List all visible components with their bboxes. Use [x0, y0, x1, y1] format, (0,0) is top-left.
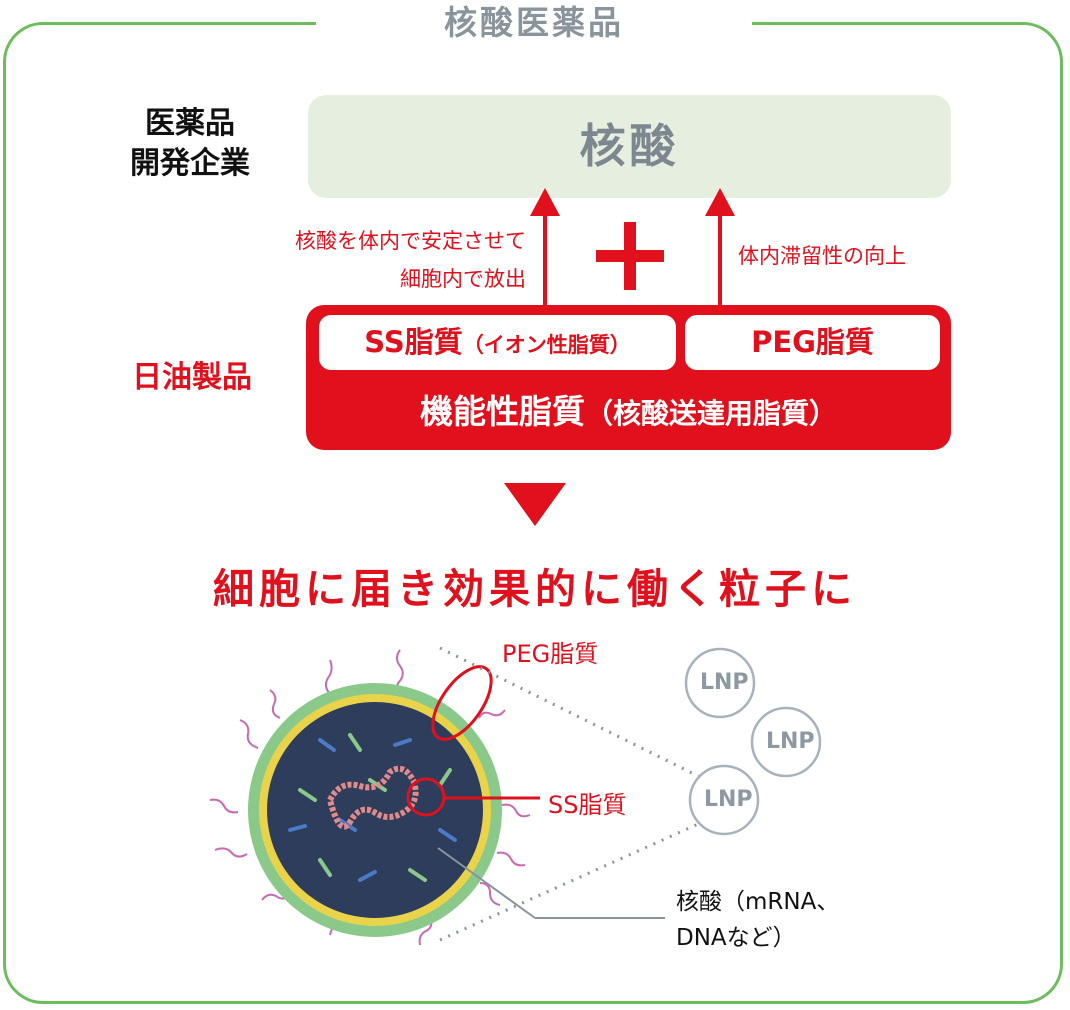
- plus-icon: [596, 222, 664, 290]
- zoom-dotted-line-top: [439, 646, 703, 780]
- lnp-circle-2: [750, 706, 822, 778]
- nof-product-label: 日油製品: [132, 360, 252, 395]
- pharma-company-label: 医薬品 開発企業: [90, 104, 290, 184]
- peg-lipid-callout: PEG脂質: [502, 640, 599, 668]
- nucleic-acid-box: 核酸: [308, 95, 951, 198]
- ss-lipid-main: SS脂質: [364, 325, 463, 359]
- functional-lipid-sub: （核酸送達用脂質）: [584, 397, 837, 430]
- nucleic-callout-line-1: 核酸（mRNA、: [676, 889, 840, 915]
- stability-note-line-1: 核酸を体内で安定させて: [295, 229, 526, 253]
- nucleic-acid-strand: [327, 765, 419, 830]
- ss-lipid-box: SS脂質（イオン性脂質）: [319, 315, 676, 370]
- lnp-label-3: LNP: [704, 787, 753, 812]
- ss-lipid-callout: SS脂質: [548, 791, 627, 819]
- arrow-up-right-icon: [705, 188, 735, 316]
- down-triangle-icon: [504, 483, 566, 526]
- nucleic-acid-callout: 核酸（mRNA、 DNAなど）: [676, 884, 839, 956]
- nucleic-leader-line: [437, 847, 536, 919]
- stability-note: 核酸を体内で安定させて 細胞内で放出: [150, 222, 526, 298]
- functional-lipid-main: 機能性脂質: [419, 392, 585, 431]
- lnp-label-2: LNP: [766, 729, 815, 754]
- nucleic-callout-line-2: DNAなど）: [676, 925, 796, 951]
- retention-note: 体内滞留性の向上: [738, 244, 906, 268]
- peg-lipid-box: PEG脂質: [685, 315, 940, 370]
- pharma-label-line-2: 開発企業: [130, 146, 250, 181]
- lnp-circle-1: [684, 647, 756, 719]
- headline: 細胞に届き効果的に働く粒子に: [213, 565, 857, 613]
- arrow-up-left-icon: [530, 188, 560, 316]
- lnp-circle-3: [688, 764, 760, 836]
- functional-lipid-label: 機能性脂質（核酸送達用脂質）: [306, 380, 951, 446]
- lnp-label-1: LNP: [700, 670, 749, 695]
- pharma-label-line-1: 医薬品: [145, 106, 235, 141]
- peg-highlight-icon: [431, 665, 493, 741]
- frame-title: 核酸医薬品: [316, 0, 752, 46]
- zoom-dotted-line-bottom: [439, 818, 708, 942]
- ss-lipid-sub: （イオン性脂質）: [462, 333, 631, 357]
- stability-note-line-2: 細胞内で放出: [400, 267, 526, 291]
